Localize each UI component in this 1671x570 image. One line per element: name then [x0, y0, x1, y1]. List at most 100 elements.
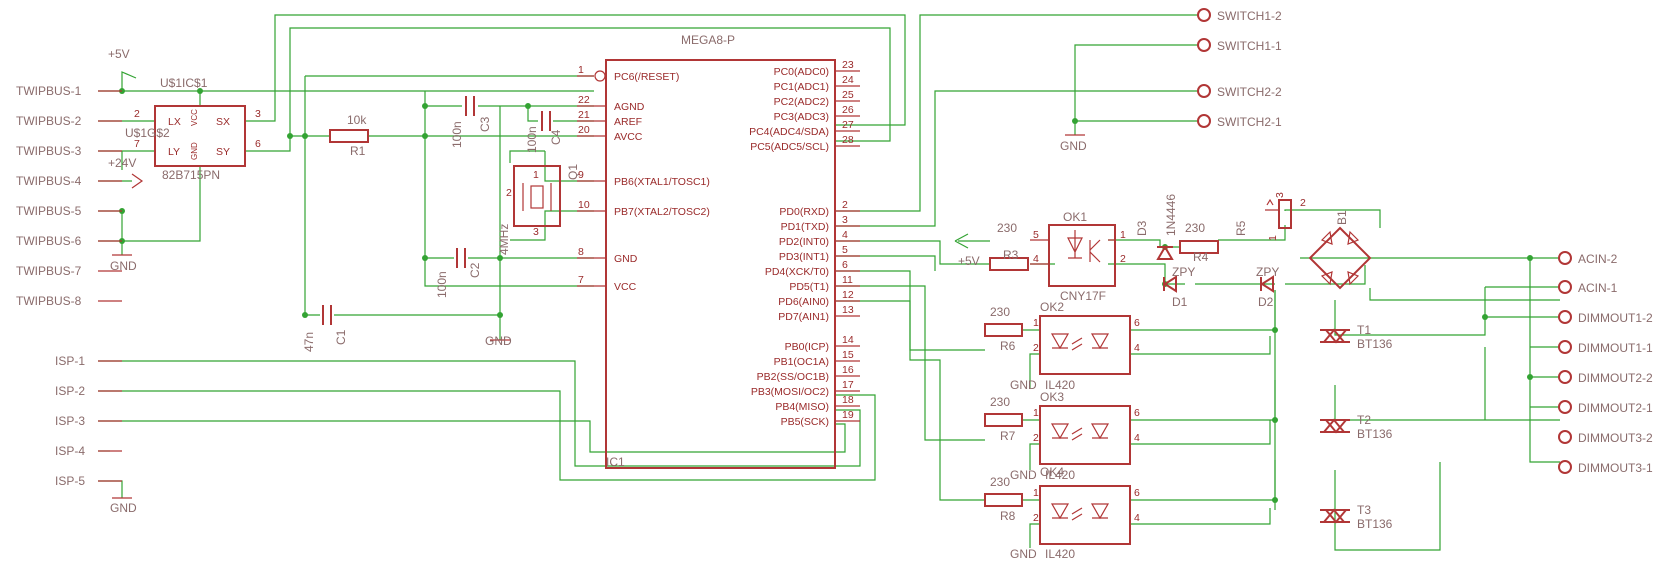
ok4-part: IL420: [1045, 547, 1075, 561]
isp-pin: ISP-4: [55, 444, 122, 458]
d2-part: ZPY: [1256, 265, 1279, 279]
junction-dot: [197, 88, 203, 94]
twipbus-label: TWIPBUS-2: [16, 114, 82, 128]
b1-ref: B1: [1335, 210, 1349, 225]
ac-connectors: ACIN-2 ACIN-1 DIMMOUT1-2 DIMMOUT1-1 DIMM…: [1558, 251, 1653, 475]
bus-ic-body: [154, 105, 246, 167]
twipbus-pin: TWIPBUS-1: [16, 84, 122, 98]
ok1-plus5v-label: +5V: [958, 254, 980, 268]
microcontroller-ic1: MEGA8-P IC1 PC6(/RESET)1AGND22AREF21AVCC…: [577, 33, 860, 469]
triac-channel-3: 230 R8 OK4 IL420 GND 1 2 6 4 T3 BT136: [984, 465, 1393, 561]
mcu-pin-name: PC3(ADC3): [774, 111, 829, 123]
isp-pin: ISP-5: [55, 474, 122, 488]
junction-dot: [497, 255, 503, 261]
isp-label: ISP-1: [55, 354, 85, 368]
isp-label: ISP-2: [55, 384, 85, 398]
r3-value: 230: [997, 221, 1017, 235]
c3-value: 100n: [450, 121, 464, 148]
triac-symbol: [1320, 418, 1350, 434]
d3-part: 1N4446: [1164, 194, 1178, 236]
mcu-pin-number: 8: [578, 246, 584, 258]
gnd-label: GND: [485, 334, 512, 348]
mcu-body: [605, 59, 836, 469]
mcu-pin-number: 20: [578, 124, 590, 136]
ac-pad: DIMMOUT1-2: [1558, 310, 1653, 325]
junction-dot: [1272, 417, 1278, 423]
bus-ic-pinnum: 7: [134, 138, 140, 150]
ok2-ref: OK2: [1040, 300, 1064, 314]
d2-ref: D2: [1258, 295, 1274, 309]
twipbus-label: TWIPBUS-3: [16, 144, 82, 158]
r8-ref: R8: [1000, 509, 1016, 523]
t3-part: BT136: [1357, 517, 1393, 531]
twipbus-pin: TWIPBUS-3: [16, 144, 122, 158]
mcu-pin-number: 3: [842, 214, 848, 226]
c2-value: 100n: [435, 271, 449, 298]
mcu-right-pins: PC0(ADC0)23PC1(ADC1)24PC2(ADC2)25PC3(ADC…: [749, 59, 860, 428]
switch-connectors: SWITCH1-2 SWITCH1-1 SWITCH2-2 SWITCH2-1: [1197, 8, 1282, 129]
bus-extender-ic: U$1IC$1 U$1G$2 82B715PN LX LY SX SY VCC …: [125, 76, 261, 182]
twipbus-label: TWIPBUS-5: [16, 204, 82, 218]
bridge-rectifier-b1: B1: [1308, 210, 1372, 290]
capacitor-c1: 47n C1: [302, 305, 348, 352]
mcu-pin-name: PB6(XTAL1/TOSC1): [614, 176, 710, 188]
mcu-pin-number: 25: [842, 89, 854, 101]
switch-label: SWITCH1-1: [1217, 39, 1282, 53]
twipbus-label: TWIPBUS-6: [16, 234, 82, 248]
t2-part: BT136: [1357, 427, 1393, 441]
mcu-pin-number: 26: [842, 104, 854, 116]
crystal-q1: Q1 4MHz 1 2 3: [497, 164, 580, 255]
capacitor-c4: 100n C4: [525, 111, 563, 153]
mcu-pin-name: VCC: [614, 281, 637, 293]
bus-ic-pinnum: 6: [255, 138, 261, 150]
pot-body: [1278, 199, 1292, 229]
d3-ref: D3: [1135, 220, 1149, 236]
mcu-pin-name: PC6(/RESET): [614, 71, 679, 83]
resistor-r4: 230 R4: [1179, 221, 1219, 264]
switch-pad: SWITCH2-2: [1197, 84, 1282, 99]
mcu-pin-number: 12: [842, 289, 854, 301]
mcu-pin-number: 4: [842, 229, 848, 241]
isp-pin: ISP-1: [55, 354, 122, 368]
mcu-pin-name: PB3(MOSI/OC2): [751, 386, 829, 398]
switch-pad: SWITCH1-2: [1197, 8, 1282, 23]
bridge-body: [1308, 226, 1372, 290]
ok-pinnum: 2: [1033, 342, 1039, 354]
mcu-pin-number: 24: [842, 74, 854, 86]
r1-value: 10k: [347, 113, 367, 127]
bus-ic-pin-gnd: GND: [190, 142, 199, 160]
ok1-pinnum: 5: [1033, 229, 1039, 241]
twipbus-label: TWIPBUS-7: [16, 264, 82, 278]
r4-ref: R4: [1193, 250, 1209, 264]
triac-symbol: [1320, 328, 1350, 344]
ok1-body: [1048, 224, 1116, 287]
mcu-pin-name: AREF: [614, 116, 642, 128]
ac-pad: ACIN-2: [1558, 251, 1618, 266]
r5-pinnum: 3: [1274, 192, 1286, 198]
mcu-pin-number: 17: [842, 379, 854, 391]
mcu-pin-name: PD5(T1): [789, 281, 829, 293]
twipbus-pin: TWIPBUS-2: [16, 114, 122, 128]
mcu-pin-name: PB7(XTAL2/TOSC2): [614, 206, 710, 218]
mcu-pin-number: 1: [578, 64, 584, 76]
reset-inversion-circle: [594, 70, 606, 82]
mcu-pin-number: 11: [842, 274, 853, 286]
twipbus-label: TWIPBUS-4: [16, 174, 82, 188]
bus-ic-pin-vcc: VCC: [190, 109, 199, 126]
mcu-pin-name: PB2(SS/OC1B): [757, 371, 829, 383]
twipbus-pin: TWIPBUS-6: [16, 234, 122, 248]
ok-pinnum: 6: [1134, 487, 1140, 499]
bus-ic-part: 82B715PN: [162, 168, 220, 182]
optocoupler-ok1: OK1 CNY17F 5 4 1 2: [1030, 210, 1126, 303]
mcu-pin-name: PD1(TXD): [781, 221, 829, 233]
opto-body: [1039, 485, 1131, 545]
mcu-pin-name: PC2(ADC2): [774, 96, 829, 108]
ok-pinnum: 4: [1134, 432, 1140, 444]
mcu-pin-number: 28: [842, 134, 854, 146]
ok-pinnum: 1: [1033, 487, 1039, 499]
junction-dot: [1272, 327, 1278, 333]
ok1-ref: OK1: [1063, 210, 1087, 224]
c1-ref: C1: [334, 329, 348, 345]
mcu-pin-name: PB5(SCK): [781, 416, 829, 428]
switch-label: SWITCH2-1: [1217, 115, 1282, 129]
